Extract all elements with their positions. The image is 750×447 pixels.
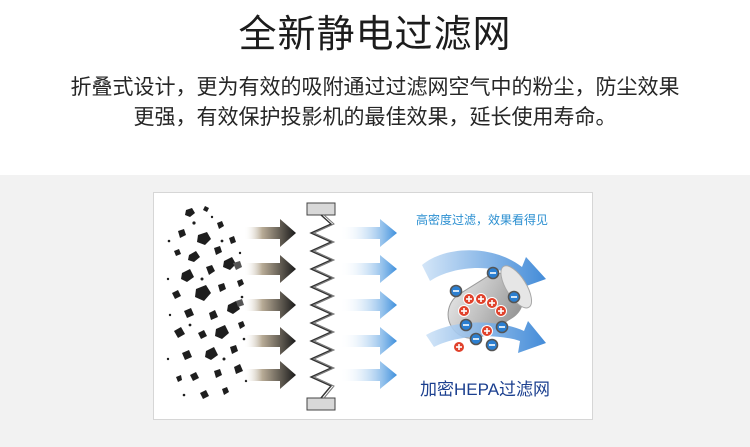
caption-hepa-filter: 加密HEPA过滤网: [420, 380, 551, 399]
filter-diagram-panel: 高密度过滤，效果看得见 加密HEPA过滤网: [153, 192, 593, 420]
dust-particles: [166, 206, 248, 399]
trapped-dust: [233, 261, 244, 307]
clean-air-arrow-icon: [340, 219, 397, 389]
positive-charge-icon: [453, 293, 507, 353]
negative-charge-icon: [449, 266, 521, 352]
header-section: 全新静电过滤网 折叠式设计，更为有效的吸附通过过滤网空气中的粉尘，防尘效果更强，…: [0, 0, 750, 175]
filter-diagram: [166, 202, 546, 411]
pleated-filter-icon: [306, 202, 336, 411]
caption-high-density: 高密度过滤，效果看得见: [416, 213, 549, 227]
dirty-air-arrow-icon: [244, 219, 296, 389]
feature-description: 折叠式设计，更为有效的吸附通过过滤网空气中的粉尘，防尘效果更强，有效保护投影机的…: [70, 75, 680, 129]
page-title: 全新静电过滤网: [238, 12, 512, 56]
